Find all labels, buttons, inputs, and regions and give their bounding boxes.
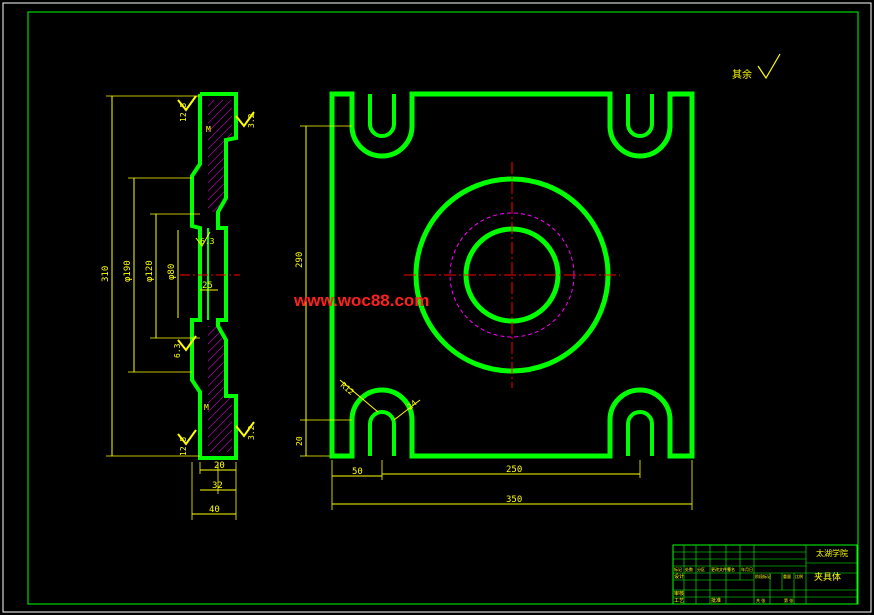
roughness-text-c: 3.2	[247, 113, 256, 128]
slot-top-right	[626, 94, 654, 138]
dim-text-350: 350	[506, 495, 522, 505]
dim-text-20-front: 20	[295, 436, 304, 446]
tb-label: 阶段标记	[755, 573, 771, 579]
section-hatch-upper	[208, 100, 232, 212]
tb-label: 签名	[727, 566, 735, 572]
dim-text-32: 32	[212, 481, 223, 491]
roughness-text-a: 6.3	[173, 343, 182, 358]
roughness-symbol	[195, 231, 211, 247]
tb-label: 更改文件号	[711, 566, 731, 572]
watermark-text: www.woc88.com	[293, 291, 429, 310]
tb-label: 工艺	[674, 598, 684, 604]
section-hatch-lower	[208, 326, 232, 452]
tb-label: 年月日	[741, 566, 753, 572]
tb-label: 批准	[711, 597, 721, 604]
slot-bottom-right	[626, 410, 654, 456]
dim-text-25: 25	[202, 281, 213, 291]
roughness-symbol	[235, 421, 255, 438]
dim-text-310: 310	[101, 266, 111, 282]
dim-text-250: 250	[506, 465, 522, 475]
title-block-border	[672, 544, 858, 605]
roughness-text-d: 3.2	[247, 425, 256, 440]
roughness-symbol	[177, 95, 197, 112]
tb-label: 标记	[674, 566, 682, 572]
dim-text-120: φ120	[145, 260, 155, 282]
tb-label: 比例	[795, 573, 803, 579]
tb-label: 第 张	[784, 597, 793, 603]
dim-text-chamfer-top: 12.5	[179, 103, 188, 122]
thread-text-a: M	[206, 125, 211, 134]
sheet-border-inner	[27, 11, 859, 605]
roughness-symbol	[177, 335, 197, 352]
slot-top-left	[368, 94, 396, 138]
dim-text-290: 290	[295, 252, 305, 268]
dim-text-r12: R12	[339, 381, 356, 397]
leader-24	[393, 399, 421, 421]
tb-label: 重量	[783, 573, 791, 579]
side-view: 310 φ190 φ120 φ80 25 20 32 40 12.5 12.5 …	[101, 92, 256, 520]
roughness-symbol	[177, 429, 197, 446]
title-block-part-name: 夹具体	[814, 571, 841, 583]
dim-text-40: 40	[209, 505, 220, 515]
roughness-symbol	[235, 111, 255, 128]
tb-label: 分区	[697, 566, 705, 572]
tb-label: 设计	[674, 573, 684, 580]
dim-text-190: φ190	[123, 260, 133, 282]
dim-text-50: 50	[352, 467, 363, 477]
thread-text-b: M	[204, 403, 209, 412]
front-view: 290 20 50 250 350 R12 24	[295, 91, 695, 510]
tb-label: 审核	[674, 590, 684, 597]
dim-text-80: φ80	[167, 264, 177, 280]
tb-label: 处数	[685, 566, 693, 572]
title-block: 太湖学院 夹具体 标记 处数 分区 更改文件号 签名 年月日 设计 审核 工艺 …	[672, 544, 858, 605]
plate-outline	[329, 91, 695, 459]
dim-text-chamfer-bottom: 12.5	[179, 437, 188, 456]
slot-bottom-left	[368, 410, 396, 456]
roughness-symbol-general	[757, 53, 781, 80]
leader-r12	[339, 379, 379, 413]
roughness-text-b: 6.3	[200, 237, 215, 246]
surface-finish-note: 其余	[732, 53, 781, 81]
surface-note-text: 其余	[732, 68, 752, 81]
tb-label: 共 张	[756, 597, 765, 603]
dim-text-20: 20	[214, 461, 225, 471]
title-block-school: 太湖学院	[816, 548, 848, 558]
